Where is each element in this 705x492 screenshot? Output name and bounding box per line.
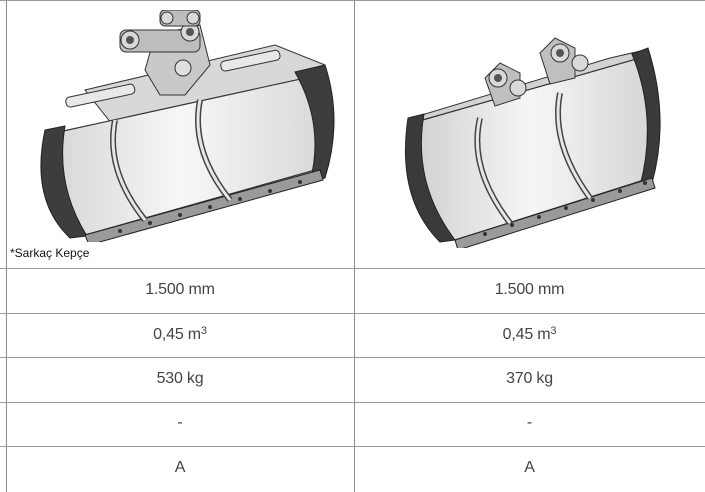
row-line-3 — [0, 357, 705, 358]
column-divider — [354, 0, 355, 492]
width-right: 1.500 mm — [494, 281, 565, 298]
width-left: 1.500 mm — [145, 281, 215, 298]
capacity-left-value: 0,45 m — [153, 326, 201, 343]
top-border — [0, 0, 705, 1]
row-line-1 — [0, 268, 705, 269]
dash-left: - — [177, 414, 183, 431]
row-line-2 — [0, 313, 705, 314]
weight-left: 530 kg — [156, 370, 204, 387]
class-right: A — [524, 459, 535, 476]
ditch-bucket-image — [400, 18, 670, 251]
row-line-4 — [0, 402, 705, 403]
capacity-right: 0,45 m3 — [354, 325, 705, 344]
dash-right: - — [526, 414, 533, 431]
ditch-cleaning-bucket-illustration-icon — [405, 37, 661, 251]
weight-right: 370 kg — [506, 370, 553, 387]
capacity-right-sup: 3 — [550, 325, 557, 337]
tilt-bucket-illustration-icon — [40, 9, 335, 246]
left-border — [6, 0, 7, 492]
tilt-bucket-image — [25, 9, 345, 246]
row-line-5 — [0, 446, 705, 447]
tilt-bucket-caption: *Sarkaç Kepçe — [10, 246, 90, 260]
class-left: A — [174, 459, 186, 476]
capacity-right-value: 0,45 m — [502, 326, 551, 343]
capacity-left-sup: 3 — [200, 325, 207, 337]
capacity-left: 0,45 m3 — [6, 325, 354, 344]
